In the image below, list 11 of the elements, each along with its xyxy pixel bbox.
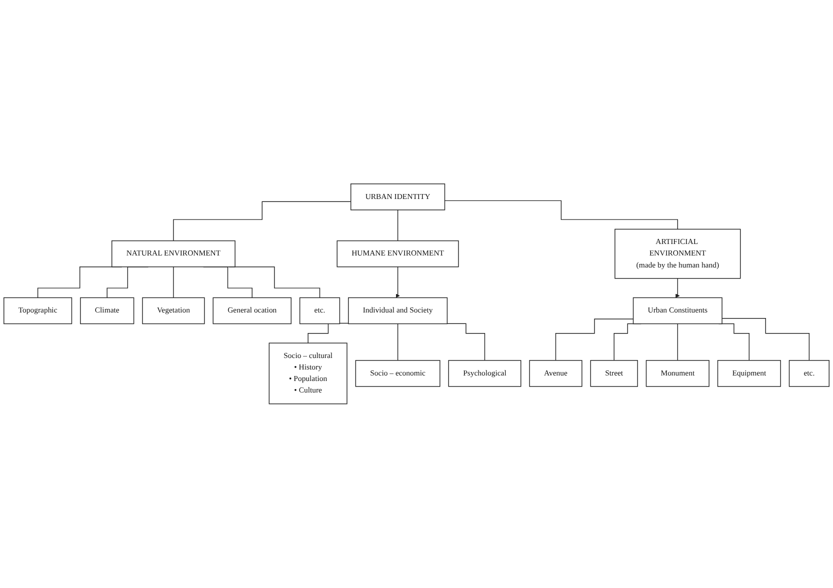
connector: [444, 200, 678, 230]
connector: [446, 323, 486, 361]
connector: [397, 210, 398, 242]
arrow: [676, 278, 680, 298]
connector: [555, 318, 634, 361]
connector: [397, 324, 398, 361]
connector: [173, 201, 352, 242]
connector: [677, 324, 678, 361]
connector: [173, 266, 174, 298]
connector: [722, 318, 810, 361]
arrow: [396, 266, 400, 298]
